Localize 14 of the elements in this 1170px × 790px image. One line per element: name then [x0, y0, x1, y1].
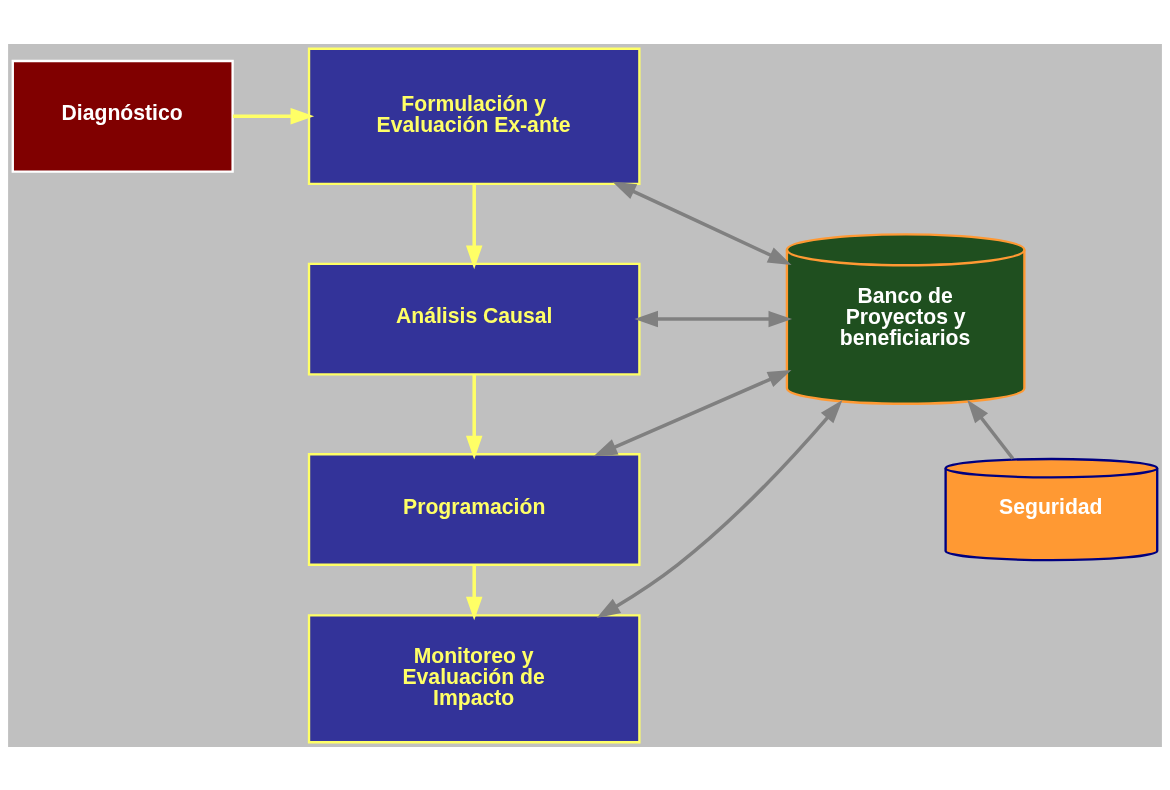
arrow — [232, 107, 315, 125]
arrow — [465, 183, 483, 269]
arrow — [596, 399, 843, 618]
node-box: Diagnóstico — [11, 59, 234, 173]
arrow — [593, 369, 792, 456]
node-box: Monitoreo y Evaluación de Impacto — [307, 613, 641, 743]
arrow — [967, 399, 1015, 460]
node-box: Análisis Causal — [307, 262, 641, 375]
node-box: Formulación y Evaluación Ex-ante — [307, 47, 641, 185]
arrow — [612, 181, 792, 265]
arrow — [634, 310, 793, 327]
arrow — [465, 564, 483, 620]
arrow — [465, 374, 483, 459]
node-box: Programación — [307, 452, 641, 566]
